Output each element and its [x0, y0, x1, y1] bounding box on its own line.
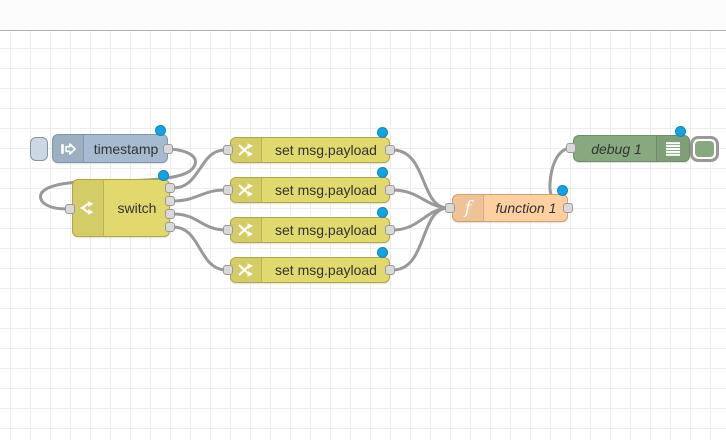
node-change4[interactable]: set msg.payload — [230, 257, 390, 283]
changed-indicator — [674, 125, 686, 137]
changed-indicator — [154, 124, 166, 136]
wire[interactable] — [171, 212, 227, 232]
node-function[interactable]: f function 1 — [452, 194, 568, 222]
input-port[interactable] — [223, 185, 233, 195]
change-icon — [231, 138, 262, 162]
canvas-top-edge — [0, 0, 726, 31]
node-change1[interactable]: set msg.payload — [230, 137, 390, 163]
node-label: set msg.payload — [275, 222, 377, 238]
changed-indicator — [157, 169, 169, 181]
node-label: timestamp — [93, 140, 159, 157]
output-port-1[interactable] — [563, 203, 573, 213]
output-port-2[interactable] — [165, 196, 175, 206]
changed-indicator — [376, 166, 388, 178]
output-port-3[interactable] — [165, 209, 175, 219]
input-port[interactable] — [223, 265, 233, 275]
node-label: debug 1 — [591, 140, 642, 157]
output-port-1[interactable] — [385, 225, 395, 235]
changed-indicator — [376, 126, 388, 138]
output-port-1[interactable] — [385, 185, 395, 195]
wire[interactable] — [392, 188, 449, 210]
node-inject[interactable]: timestamp — [52, 134, 168, 163]
node-label: set msg.payload — [275, 142, 377, 158]
change-icon — [231, 178, 262, 202]
changed-indicator — [376, 206, 388, 218]
debug-icon — [656, 136, 689, 161]
node-change2[interactable]: set msg.payload — [230, 177, 390, 203]
output-port-1[interactable] — [385, 265, 395, 275]
debug-toggle-button[interactable] — [690, 136, 719, 162]
wire[interactable] — [171, 148, 227, 190]
node-change3[interactable]: set msg.payload — [230, 217, 390, 243]
wire[interactable] — [171, 188, 227, 203]
changed-indicator — [376, 246, 388, 258]
changed-indicator — [556, 184, 568, 196]
svg-text:f: f — [463, 198, 475, 218]
function-icon: f — [453, 195, 484, 221]
node-label: set msg.payload — [275, 262, 377, 278]
inject-icon — [53, 135, 84, 162]
change-icon — [231, 218, 262, 242]
input-port[interactable] — [566, 143, 576, 153]
output-port-4[interactable] — [165, 222, 175, 232]
node-switch[interactable]: switch — [72, 179, 170, 237]
input-port[interactable] — [65, 204, 75, 214]
switch-icon — [73, 180, 104, 236]
node-debug[interactable]: debug 1 — [573, 135, 690, 162]
wire[interactable] — [392, 206, 449, 272]
node-label: set msg.payload — [275, 182, 377, 198]
input-port[interactable] — [223, 225, 233, 235]
output-port-1[interactable] — [165, 183, 175, 193]
debug-toggle-face — [695, 141, 714, 157]
node-label: function 1 — [495, 200, 557, 216]
input-port[interactable] — [445, 203, 455, 213]
input-port[interactable] — [223, 145, 233, 155]
node-label: switch — [117, 200, 157, 216]
wire[interactable] — [171, 225, 227, 272]
output-port-1[interactable] — [163, 144, 173, 154]
inject-button[interactable] — [30, 137, 48, 161]
output-port-1[interactable] — [385, 145, 395, 155]
change-icon — [231, 258, 262, 282]
